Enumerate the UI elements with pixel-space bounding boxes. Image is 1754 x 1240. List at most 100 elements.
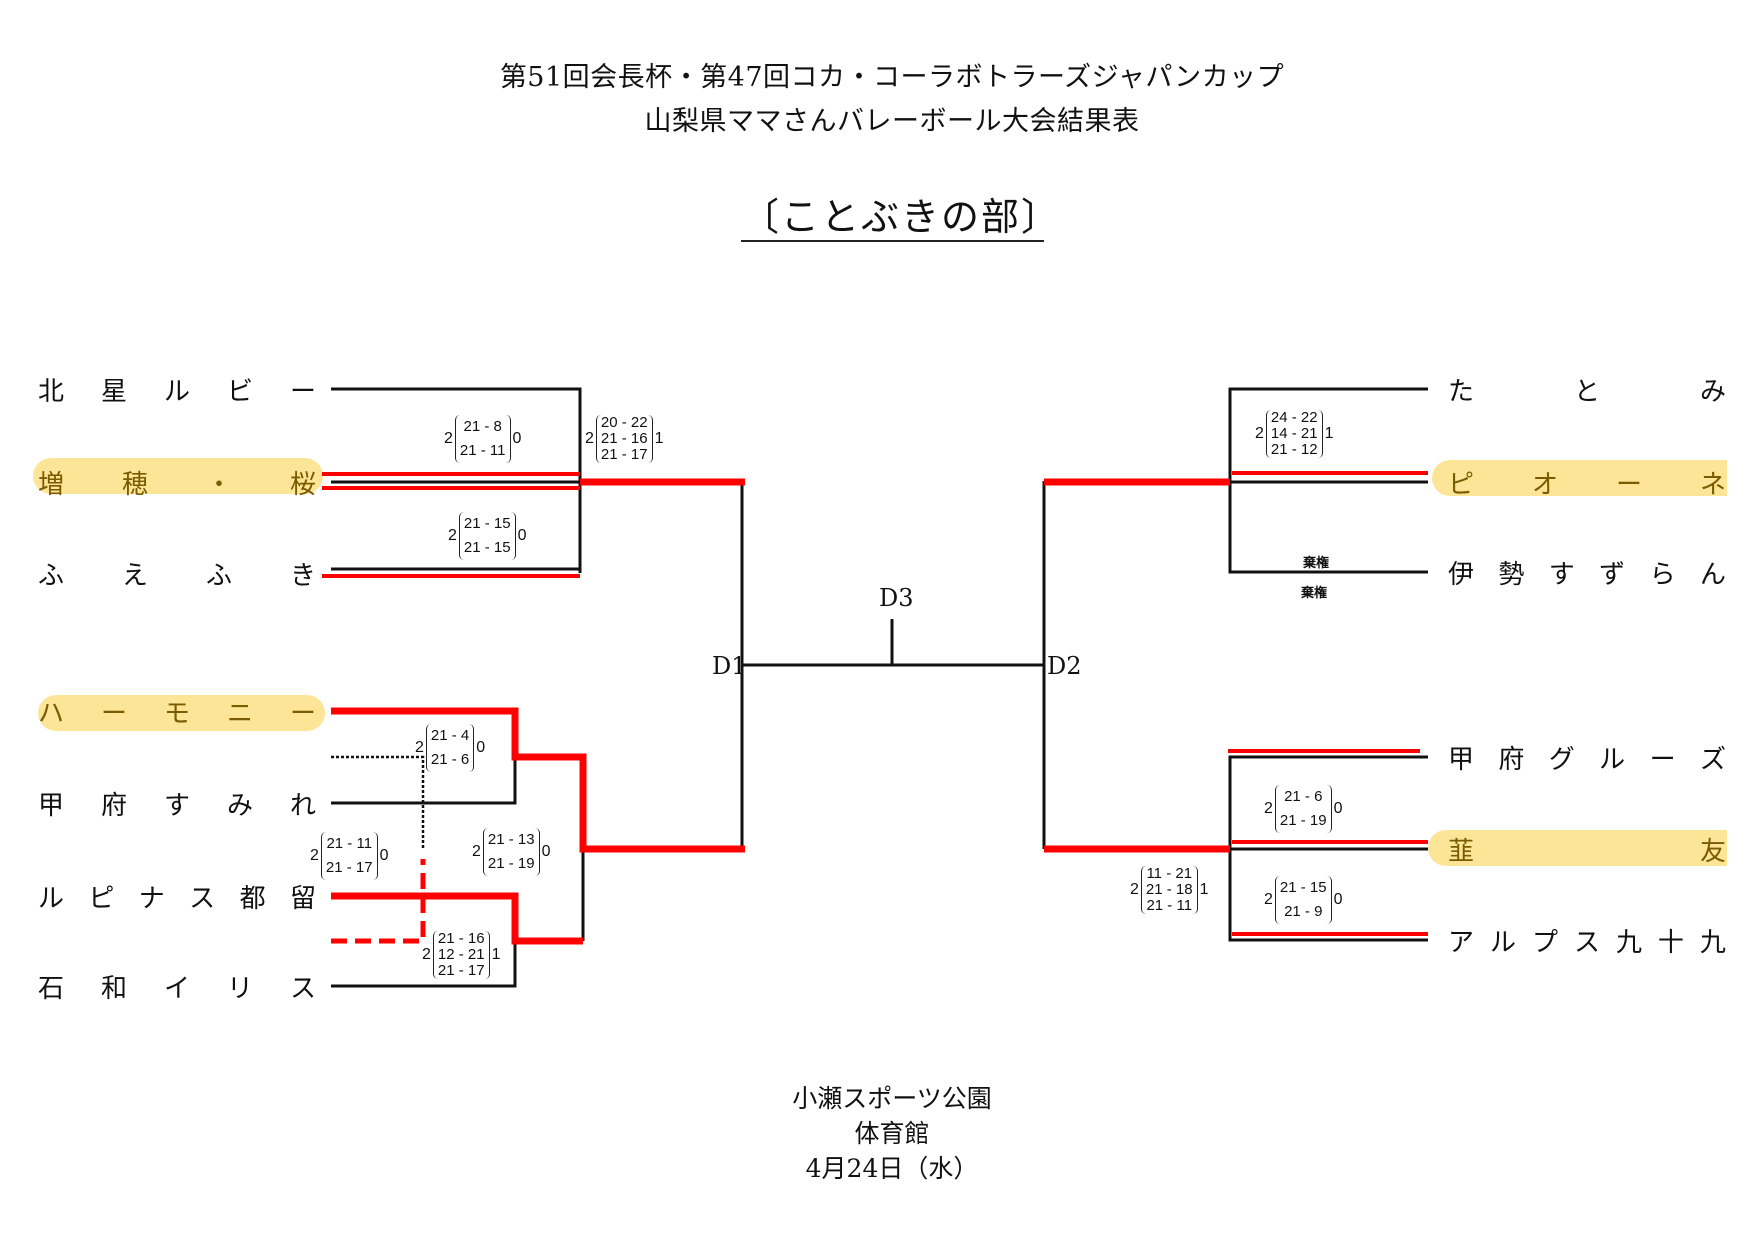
sets-won-right: 0: [541, 843, 551, 860]
set-score: 21 - 8: [463, 418, 502, 435]
team-name-char: 桜: [289, 469, 316, 500]
sets-won-left: 2: [1264, 800, 1273, 817]
team-name-char: ス: [289, 973, 316, 1004]
team-name-char: み: [1699, 376, 1726, 407]
line-hokusei: [331, 387, 582, 573]
team-name-char: 九: [1699, 927, 1726, 958]
sets-won-left: 2: [1255, 425, 1264, 442]
set-score: 21 - 15: [463, 539, 511, 556]
team-name-char: ず: [1599, 559, 1626, 590]
team-name-char: ビ: [226, 376, 253, 407]
team-name-char: ス: [189, 883, 216, 914]
team-name-char: ア: [1448, 927, 1475, 958]
set-score: 21 - 9: [1284, 903, 1323, 920]
team-name-char: き: [289, 560, 316, 591]
set-score: 21 - 19: [1279, 812, 1327, 829]
team-name-char: す: [1548, 559, 1575, 590]
sets-won-left: 2: [444, 430, 453, 447]
team-name-char: 十: [1657, 927, 1684, 958]
set-score: 24 - 22: [1270, 409, 1318, 426]
team-tatomi: たとみ: [1448, 371, 1726, 407]
set-score: 11 - 21: [1146, 865, 1193, 882]
team-name-char: ー: [1649, 744, 1676, 775]
team-name-char: ー: [100, 698, 127, 729]
team-name-char: 穂: [121, 469, 148, 500]
sets-won-right: 0: [512, 430, 522, 447]
forfeit-label-lower: 棄権: [1301, 585, 1328, 600]
sets-won-left: 2: [472, 843, 481, 860]
title-line-1: 第51回会長杯・第47回コカ・コーラボトラーズジャパンカップ: [499, 62, 1285, 93]
team-name-char: ふ: [38, 560, 65, 591]
set-score: 14 - 21: [1270, 425, 1318, 442]
team-name-char: 和: [100, 973, 127, 1004]
win-harmony: [331, 707, 745, 853]
score-kofu-grues-vs-nirayu: 2 21 - 6 21 - 19 0: [1262, 785, 1345, 833]
sets-won-right: 0: [1333, 800, 1343, 817]
title-line-2: 山梨県ママさんバレーボール大会結果表: [644, 106, 1140, 137]
team-name-char: 留: [289, 883, 316, 914]
set-scores: 21 - 13 21 - 19: [482, 828, 540, 876]
sets-won-right: 1: [654, 430, 664, 447]
set-scores: 21 - 6 21 - 19: [1274, 785, 1332, 833]
winner-highlight-pione: [1432, 460, 1727, 496]
sets-won-right: 0: [476, 739, 486, 756]
sets-won-right: 1: [1199, 881, 1209, 898]
team-name-char: 九: [1615, 927, 1642, 958]
label-d1: D1: [712, 652, 747, 680]
team-name-char: ・: [205, 469, 232, 500]
set-score: 21 - 16: [600, 430, 648, 447]
line-lupinus-dashed: [331, 859, 426, 944]
set-score: 21 - 13: [487, 831, 535, 848]
winner-highlight-masuho: [33, 458, 323, 494]
team-alps-99: アルプス九十九: [1448, 922, 1726, 958]
set-score: 20 - 22: [600, 414, 648, 431]
team-name-char: ル: [1599, 744, 1626, 775]
set-score: 12 - 21: [437, 946, 485, 963]
division-title: 〔ことぶきの部〕: [741, 196, 1059, 242]
sets-won-left: 2: [1264, 891, 1273, 908]
team-name-char: ピ: [88, 883, 115, 914]
set-score: 21 - 6: [430, 751, 470, 768]
label-d2: D2: [1047, 652, 1082, 680]
team-fuefuki: ふえふき: [38, 555, 316, 591]
sets-won-right: 1: [491, 946, 501, 963]
team-name-char: 甲: [1448, 744, 1475, 775]
team-name-char: 増: [38, 469, 65, 500]
match-date: 4月24日（水）: [805, 1154, 979, 1183]
team-hokusei-ruby: 北星ルビー: [38, 371, 316, 407]
team-name-char: ん: [1699, 559, 1726, 590]
team-name-char: 北: [38, 376, 65, 407]
line-isawa: [331, 941, 517, 988]
team-name-char: オ: [1531, 469, 1558, 500]
set-score: 21 - 16: [437, 930, 485, 947]
score-block-b-final: 2 21 - 13 21 - 19 0: [470, 828, 553, 876]
line-sumire: [331, 757, 517, 805]
set-score: 21 - 19: [487, 855, 535, 872]
set-score: 21 - 17: [325, 859, 373, 876]
set-score: 21 - 18: [1145, 881, 1193, 898]
score-hokusei-vs-masuho: 2 21 - 8 21 - 11 0: [442, 415, 523, 463]
team-name-char: グ: [1548, 744, 1575, 775]
sets-won-left: 2: [310, 847, 319, 864]
forfeit-label-upper: 棄権: [1303, 555, 1330, 570]
team-name-char: ニ: [226, 698, 253, 729]
team-name-char: み: [226, 790, 253, 821]
team-name-char: ス: [1573, 927, 1600, 958]
team-name-char: 石: [38, 973, 65, 1004]
sets-won-right: 1: [1324, 425, 1334, 442]
team-name-char: ズ: [1699, 744, 1726, 775]
set-score: 21 - 11: [459, 442, 506, 459]
team-name-char: ピ: [1448, 469, 1475, 500]
team-masuho-sakura: 増 穂 ・ 桜: [38, 464, 316, 500]
set-score: 21 - 6: [1284, 788, 1323, 805]
line-sumire-dotted: [331, 755, 425, 849]
team-ise-suzuran: 伊勢すずらん: [1448, 554, 1726, 590]
team-name-char: れ: [289, 790, 316, 821]
